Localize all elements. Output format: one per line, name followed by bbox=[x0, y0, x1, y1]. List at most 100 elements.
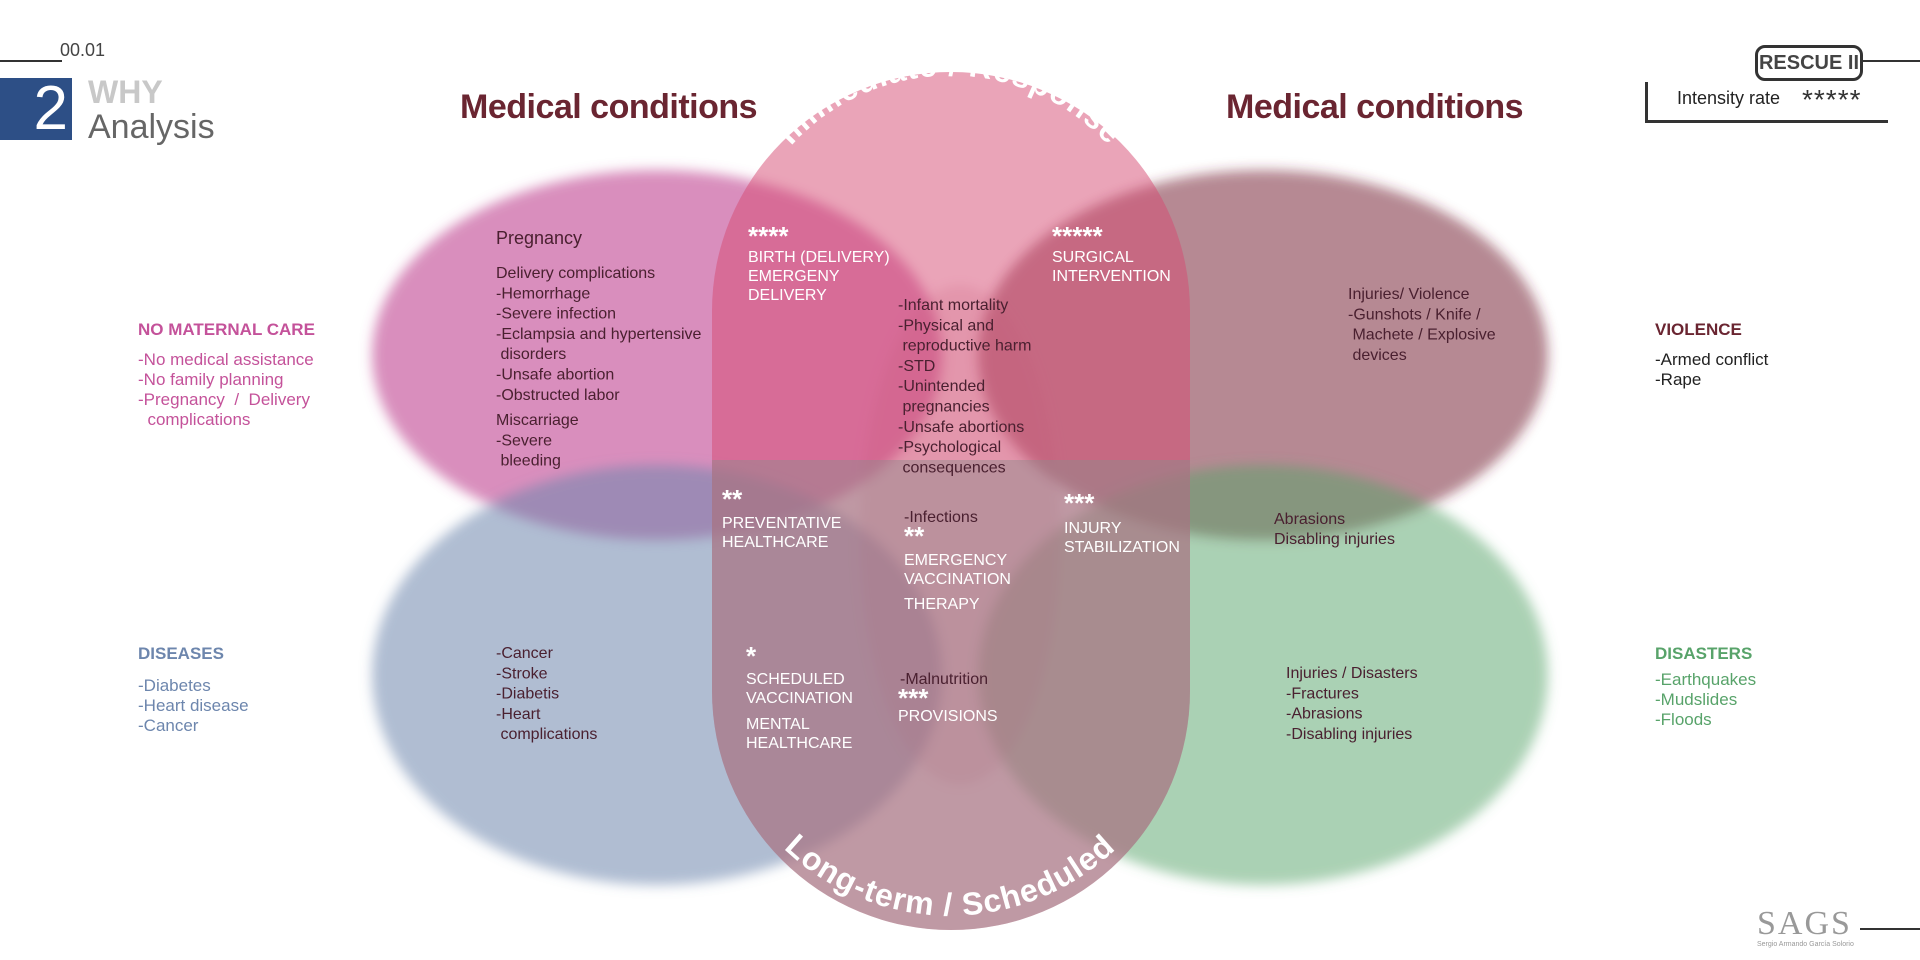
list-item: -Mudslides bbox=[1655, 690, 1738, 709]
list-item: -Rape bbox=[1655, 370, 1702, 389]
injury-stab-line: STABILIZATION bbox=[1064, 539, 1180, 556]
injuries-disasters-line: -Disabling injuries bbox=[1286, 726, 1412, 743]
footer-line-right bbox=[1860, 928, 1920, 930]
diseases-inner-line: -Diabetis bbox=[496, 686, 559, 703]
emergency-stars: ** bbox=[904, 521, 925, 551]
pregnancy-line: -Hemorrhage bbox=[496, 285, 590, 302]
list-item: -Diabetes bbox=[138, 676, 211, 695]
capsule-immediate-longterm bbox=[712, 72, 1190, 930]
list-item: -Armed conflict bbox=[1655, 350, 1769, 369]
list-item: complications bbox=[138, 410, 251, 429]
pregnancy-line: Delivery complications bbox=[496, 265, 655, 282]
scheduled-line: VACCINATION bbox=[746, 690, 853, 707]
center-list-line: -Infant mortality bbox=[898, 297, 1008, 314]
abrasions-line: Disabling injuries bbox=[1274, 531, 1395, 548]
malnutrition-text: -Malnutrition bbox=[900, 671, 988, 688]
intensity-box bbox=[1645, 82, 1888, 123]
miscarriage-line: Miscarriage bbox=[496, 412, 579, 429]
center-list-line: -Unsafe abortions bbox=[898, 419, 1024, 436]
center-list-line: -Psychological bbox=[898, 439, 1001, 456]
violence-list: -Armed conflict-Rape bbox=[1655, 350, 1768, 390]
injuries-violence-line: Machete / Explosive bbox=[1348, 327, 1496, 344]
therapy-text: THERAPY bbox=[904, 596, 980, 613]
mental-line: MENTAL bbox=[746, 716, 810, 733]
center-list-line: pregnancies bbox=[898, 399, 990, 416]
injuries-violence-line: -Gunshots / Knife / bbox=[1348, 306, 1481, 323]
injuries-violence-line: devices bbox=[1348, 347, 1407, 364]
birth-line: BIRTH (DELIVERY) bbox=[748, 249, 890, 266]
miscarriage-line: bleeding bbox=[496, 453, 561, 470]
section-why: WHY bbox=[88, 74, 163, 110]
surgical-stars: ***** bbox=[1052, 221, 1103, 251]
mental-line: HEALTHCARE bbox=[746, 735, 852, 752]
scheduled-stars: * bbox=[746, 641, 757, 671]
logo-subtitle: Sergio Armando García Solorio bbox=[1757, 941, 1854, 948]
disasters-list: -Earthquakes-Mudslides-Floods bbox=[1655, 670, 1756, 730]
injuries-disasters-line: -Fractures bbox=[1286, 685, 1359, 702]
birth-line: EMERGENY bbox=[748, 268, 840, 285]
diseases-inner-line: -Heart bbox=[496, 706, 541, 723]
pregnancy-title: Pregnancy bbox=[496, 228, 582, 248]
diseases-inner-line: complications bbox=[496, 726, 597, 743]
center-list-line: -STD bbox=[898, 358, 935, 375]
title-left: Medical conditions bbox=[460, 88, 758, 126]
header-line-right bbox=[1860, 60, 1920, 62]
miscarriage-line: -Severe bbox=[496, 432, 552, 449]
capsule-bottom-shade bbox=[712, 460, 1190, 930]
page-code: 00.01 bbox=[60, 40, 106, 60]
list-item: -No family planning bbox=[138, 370, 284, 389]
diseases-list: -Diabetes-Heart disease-Cancer bbox=[138, 676, 249, 736]
logo-mark: SAGS bbox=[1757, 905, 1852, 942]
scheduled-line: SCHEDULED bbox=[746, 671, 845, 688]
provisions-stars: *** bbox=[898, 683, 929, 713]
center-list-line: consequences bbox=[898, 459, 1006, 476]
section-analysis: Analysis bbox=[88, 108, 215, 146]
surgical-line: SURGICAL bbox=[1052, 249, 1134, 266]
list-item: -Cancer bbox=[138, 716, 199, 735]
center-list-line: reproductive harm bbox=[898, 338, 1031, 355]
intensity-label: Intensity rate bbox=[1677, 88, 1781, 108]
surgical-line: INTERVENTION bbox=[1052, 268, 1171, 285]
diseases-inner-line: -Stroke bbox=[496, 665, 548, 682]
list-item: -Pregnancy / Delivery bbox=[138, 390, 310, 409]
center-list-line: -Unintended bbox=[898, 378, 985, 395]
preventative-line: PREVENTATIVE bbox=[722, 515, 841, 532]
infections-text: -Infections bbox=[904, 509, 978, 526]
pregnancy-line: disorders bbox=[496, 346, 566, 363]
disasters-title: DISASTERS bbox=[1655, 644, 1753, 663]
preventative-line: HEALTHCARE bbox=[722, 534, 828, 551]
title-right: Medical conditions bbox=[1226, 88, 1524, 126]
logo: SAGS bbox=[1757, 905, 1852, 943]
pregnancy-line: -Unsafe abortion bbox=[496, 367, 614, 384]
pregnancy-line: -Eclampsia and hypertensive bbox=[496, 326, 702, 343]
violence-title: VIOLENCE bbox=[1655, 320, 1742, 339]
center-list-line: -Physical and bbox=[898, 317, 994, 334]
list-item: -No medical assistance bbox=[138, 350, 314, 369]
preventative-stars: ** bbox=[722, 484, 743, 514]
section-number: 2 bbox=[33, 74, 68, 143]
list-item: -Heart disease bbox=[138, 696, 249, 715]
abrasions-line: Abrasions bbox=[1274, 511, 1345, 528]
injuries-disasters-line: Injuries / Disasters bbox=[1286, 665, 1418, 682]
diseases-inner-line: -Cancer bbox=[496, 645, 554, 662]
emergency-line: EMERGENCY bbox=[904, 552, 1007, 569]
intensity-stars: ***** bbox=[1802, 84, 1862, 115]
pregnancy-line: -Obstructed labor bbox=[496, 387, 620, 404]
injuries-disasters-line: -Abrasions bbox=[1286, 706, 1362, 723]
pregnancy-line: -Severe infection bbox=[496, 306, 616, 323]
birth-stars: **** bbox=[748, 221, 789, 251]
birth-line: DELIVERY bbox=[748, 287, 827, 304]
maternal-list: -No medical assistance-No family plannin… bbox=[138, 350, 314, 430]
list-item: -Earthquakes bbox=[1655, 670, 1757, 689]
rescue-badge: RESCUE II bbox=[1755, 45, 1863, 81]
maternal-title: NO MATERNAL CARE bbox=[138, 320, 315, 339]
provisions-label: PROVISIONS bbox=[898, 708, 998, 725]
injuries-violence-line: Injuries/ Violence bbox=[1348, 286, 1470, 303]
injury-stab-stars: *** bbox=[1064, 488, 1095, 518]
diseases-title: DISEASES bbox=[138, 644, 224, 663]
section-number-block: 2 bbox=[0, 78, 72, 140]
emergency-line: VACCINATION bbox=[904, 571, 1011, 588]
list-item: -Floods bbox=[1655, 710, 1712, 729]
